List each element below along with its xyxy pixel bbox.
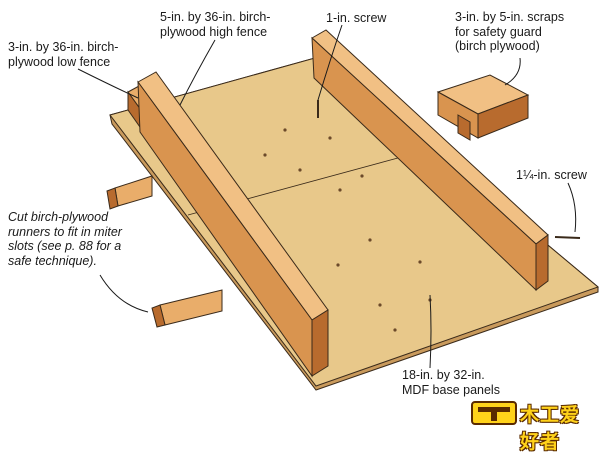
base-label: 18-in. by 32-in. MDF base panels — [402, 368, 500, 397]
screw-top-label: 1-in. screw — [326, 11, 387, 25]
runners-label: Cut birch-plywood runners to fit in mite… — [8, 210, 122, 268]
scraps-label: 3-in. by 5-in. scraps for safety guard (… — [455, 10, 565, 53]
runner-top — [106, 175, 153, 210]
runner-bottom — [151, 289, 223, 328]
logo-text: 木工爱好者 — [520, 404, 581, 453]
high-fence — [137, 71, 329, 378]
right-fence — [311, 29, 549, 292]
woodworking-logo-icon — [471, 401, 517, 425]
high-fence-label: 5-in. by 36-in. birch- plywood high fenc… — [160, 10, 271, 39]
leader-lines — [77, 24, 577, 369]
sled-diagram — [77, 24, 599, 391]
watermark-logo: 木工爱好者 — [470, 398, 595, 453]
screw-icon — [317, 100, 581, 239]
screw-right-label: 1¼-in. screw — [516, 168, 587, 182]
safety-guard-scraps — [436, 74, 530, 141]
low-fence-label: 3-in. by 36-in. birch- plywood low fence — [8, 40, 119, 69]
